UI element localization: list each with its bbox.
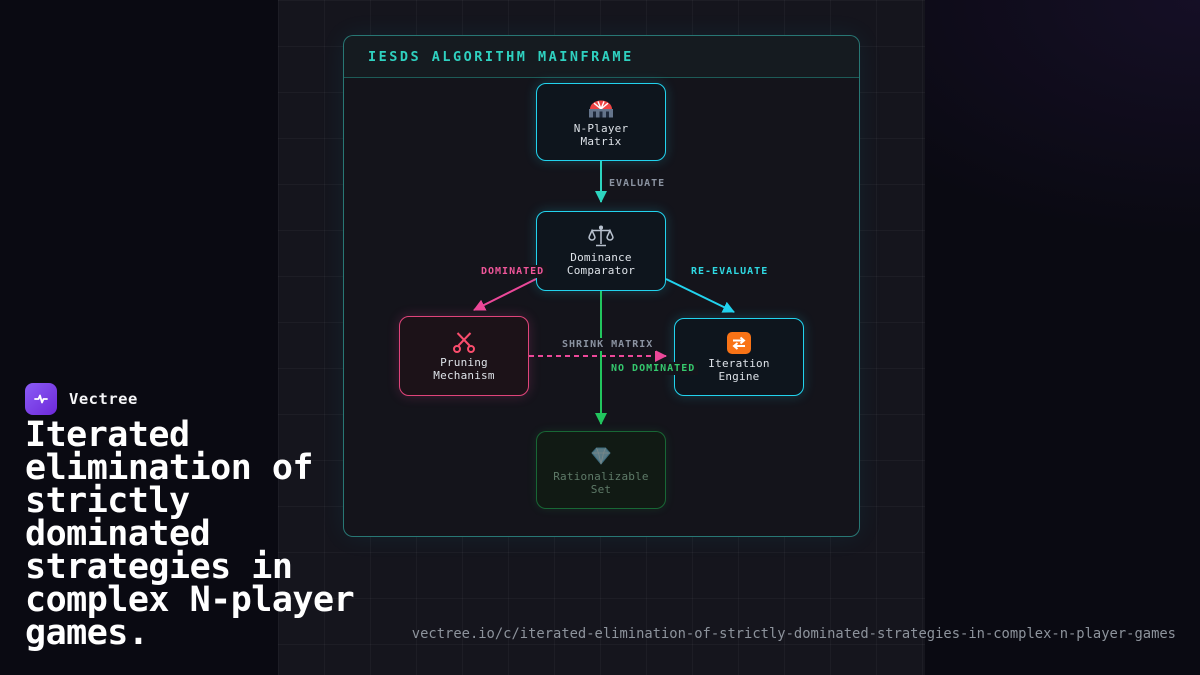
pulse-icon <box>32 390 50 408</box>
diagram-title: IESDS ALGORITHM MAINFRAME <box>368 48 634 65</box>
edge-label-dominated: DOMINATED <box>478 265 548 278</box>
stadium-icon <box>587 96 615 120</box>
node-dominance-comparator: Dominance Comparator <box>536 211 666 291</box>
node-label: N-Player Matrix <box>573 121 629 148</box>
diagram-header: IESDS ALGORITHM MAINFRAME <box>344 36 859 78</box>
brand-logo <box>25 383 57 415</box>
repeat-icon <box>726 331 752 355</box>
edge-label-evaluate: EVALUATE <box>606 177 669 190</box>
scissors-icon <box>451 330 477 354</box>
brand-name: Vectree <box>69 390 138 408</box>
node-label: Iteration Engine <box>708 356 770 383</box>
page-title: Iterated elimination of strictly dominat… <box>25 415 355 653</box>
edge-label-re-evaluate: RE-EVALUATE <box>688 265 772 278</box>
gem-icon <box>587 444 615 468</box>
brand: Vectree <box>25 383 138 415</box>
node-label: Dominance Comparator <box>566 250 636 277</box>
edge-label-shrink-matrix: SHRINK MATRIX <box>559 338 657 351</box>
balance-scale-icon <box>587 225 615 249</box>
diagram-card: IESDS ALGORITHM MAINFRAME <box>343 35 860 537</box>
edge-label-no-dominated: NO DOMINATED <box>608 362 699 375</box>
footer-url: vectree.io/c/iterated-elimination-of-str… <box>411 626 1176 642</box>
node-label: Rationalizable Set <box>553 469 649 496</box>
node-iteration-engine: Iteration Engine <box>674 318 804 396</box>
node-label: Pruning Mechanism <box>433 355 495 382</box>
node-pruning-mechanism: Pruning Mechanism <box>399 316 529 396</box>
node-n-player-matrix: N-Player Matrix <box>536 83 666 161</box>
node-rationalizable-set: Rationalizable Set <box>536 431 666 509</box>
